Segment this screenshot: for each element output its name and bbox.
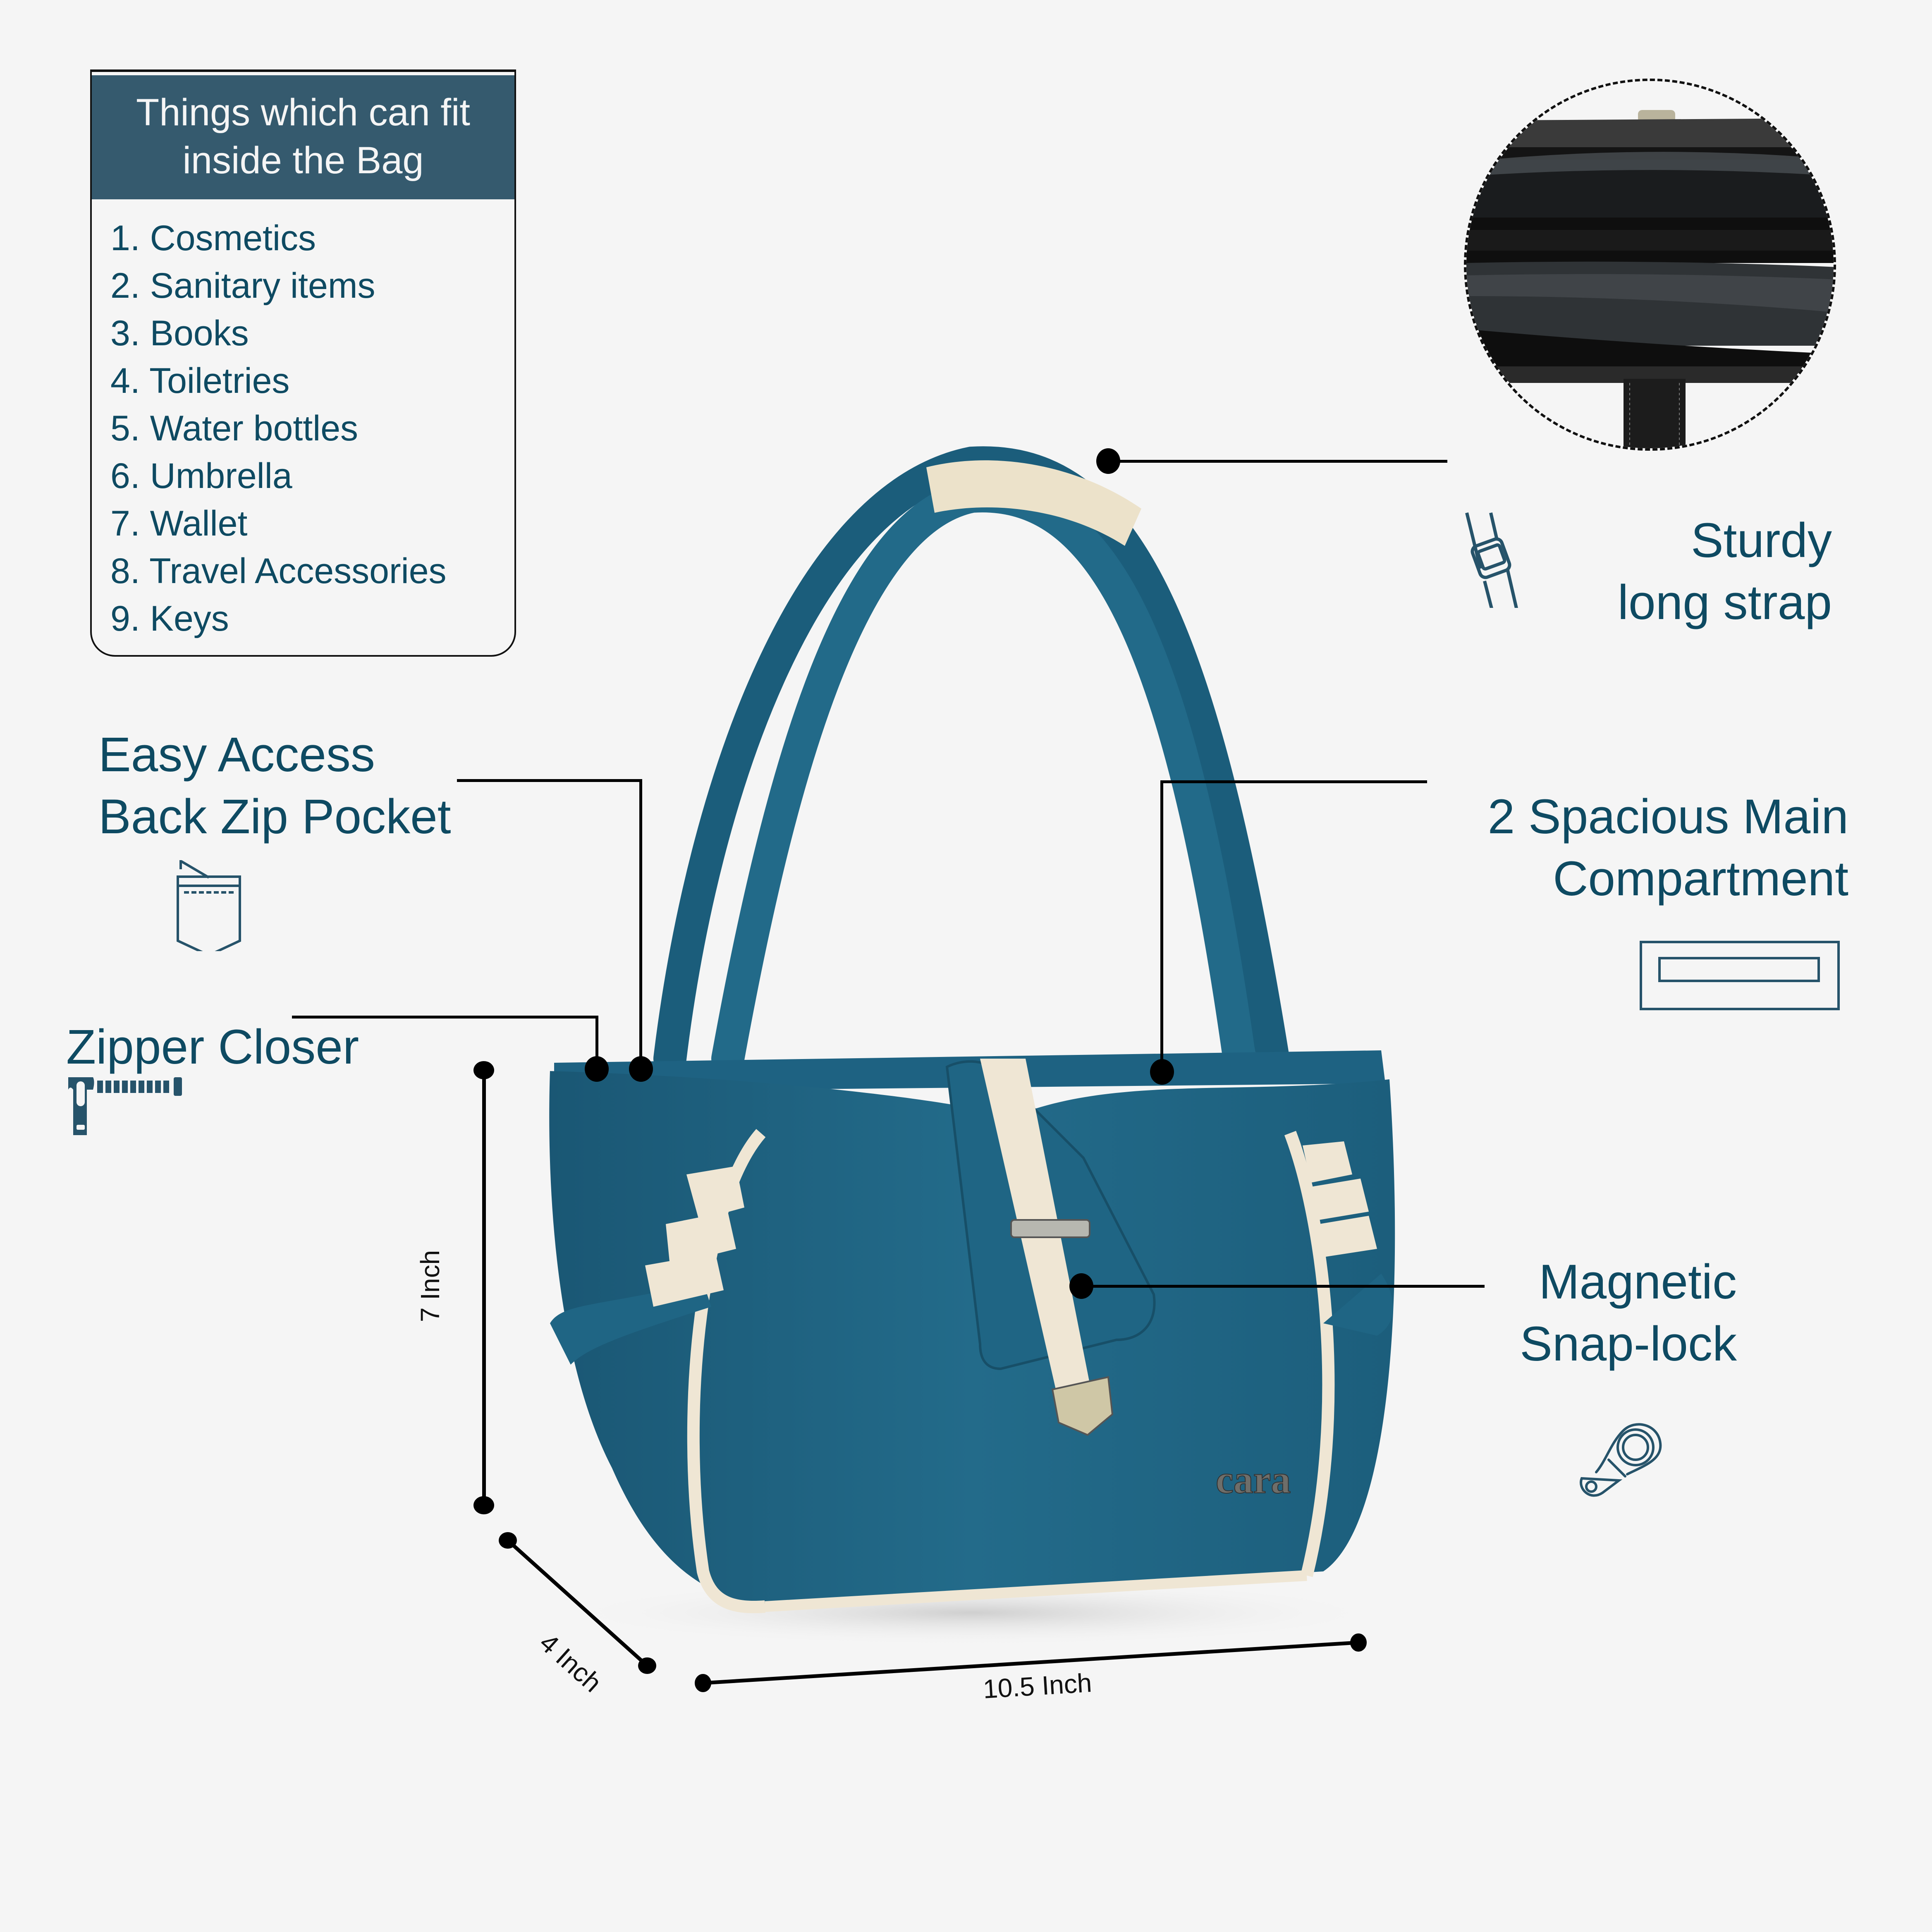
compartment-leader-line [1160, 780, 1427, 783]
pocket-icon [177, 860, 241, 951]
snaplock-title-line1: Magnetic [1539, 1255, 1737, 1309]
compartment-leader-vertical [1160, 780, 1163, 1071]
items-list: 1. Cosmetics 2. Sanitary items 3. Books … [110, 215, 447, 643]
pocket-leader-dot [629, 1056, 653, 1082]
compartment-icon [1640, 941, 1840, 1010]
height-dim-dot-bottom [473, 1496, 494, 1514]
magnetic-snap-icon [1580, 1423, 1662, 1497]
strap-leader-line [1108, 460, 1447, 463]
strap-title-line2: long strap [1617, 575, 1832, 630]
brand-logo: cara [1216, 1457, 1291, 1502]
bag-interior-photo [1466, 81, 1834, 448]
snaplock-title-line2: Snap-lock [1520, 1317, 1737, 1371]
list-box-header: Things which can fit inside the Bag [92, 75, 514, 199]
height-dim-dot-top [473, 1061, 494, 1079]
list-item: 6. Umbrella [110, 456, 292, 496]
height-dimension-line [482, 1070, 486, 1505]
list-item: 1. Cosmetics [110, 218, 316, 258]
zipper-leader-vertical [595, 1016, 598, 1069]
back-pocket-title-line1: Easy Access [98, 727, 375, 782]
list-item: 2. Sanitary items [110, 266, 375, 306]
list-title-line2: inside the Bag [182, 139, 424, 182]
compartment-title-line1: 2 Spacious Main [1487, 789, 1848, 844]
pocket-leader-vertical [639, 779, 642, 1069]
list-item: 7. Wallet [110, 504, 248, 543]
list-item: 4. Toiletries [110, 361, 290, 401]
zipper-leader-line [292, 1016, 598, 1019]
list-item: 9. Keys [110, 599, 229, 638]
snaplock-leader-line [1081, 1285, 1485, 1288]
snaplock-feature-title: Magnetic Snap-lock [1489, 1251, 1737, 1375]
snaplock-leader-dot [1069, 1273, 1093, 1299]
list-item: 5. Water bottles [110, 409, 359, 448]
list-title-line1: Things which can fit [136, 91, 470, 134]
zipper-icon [68, 1077, 182, 1135]
pocket-leader-line [457, 779, 642, 782]
bag-interior-inset [1464, 79, 1836, 451]
compartment-feature-title: 2 Spacious Main Compartment [1447, 786, 1848, 910]
list-item: 3. Books [110, 313, 249, 353]
strap-buckle-icon [1465, 512, 1518, 608]
strap-title-line1: Sturdy [1690, 513, 1832, 568]
strap-leader-dot [1096, 448, 1120, 474]
strap-feature-title: Sturdy long strap [1530, 509, 1832, 634]
back-pocket-title-line2: Back Zip Pocket [98, 789, 451, 844]
compartment-leader-dot [1150, 1059, 1174, 1085]
list-item: 8. Travel Accessories [110, 551, 447, 591]
zipper-feature-title: Zipper Closer [66, 1016, 359, 1078]
compartment-title-line2: Compartment [1553, 851, 1848, 906]
zipper-leader-dot [585, 1056, 609, 1082]
items-fit-list-box: Things which can fit inside the Bag 1. C… [90, 69, 516, 657]
back-pocket-feature-title: Easy Access Back Zip Pocket [98, 724, 451, 848]
zipper-title-line1: Zipper Closer [66, 1020, 359, 1074]
